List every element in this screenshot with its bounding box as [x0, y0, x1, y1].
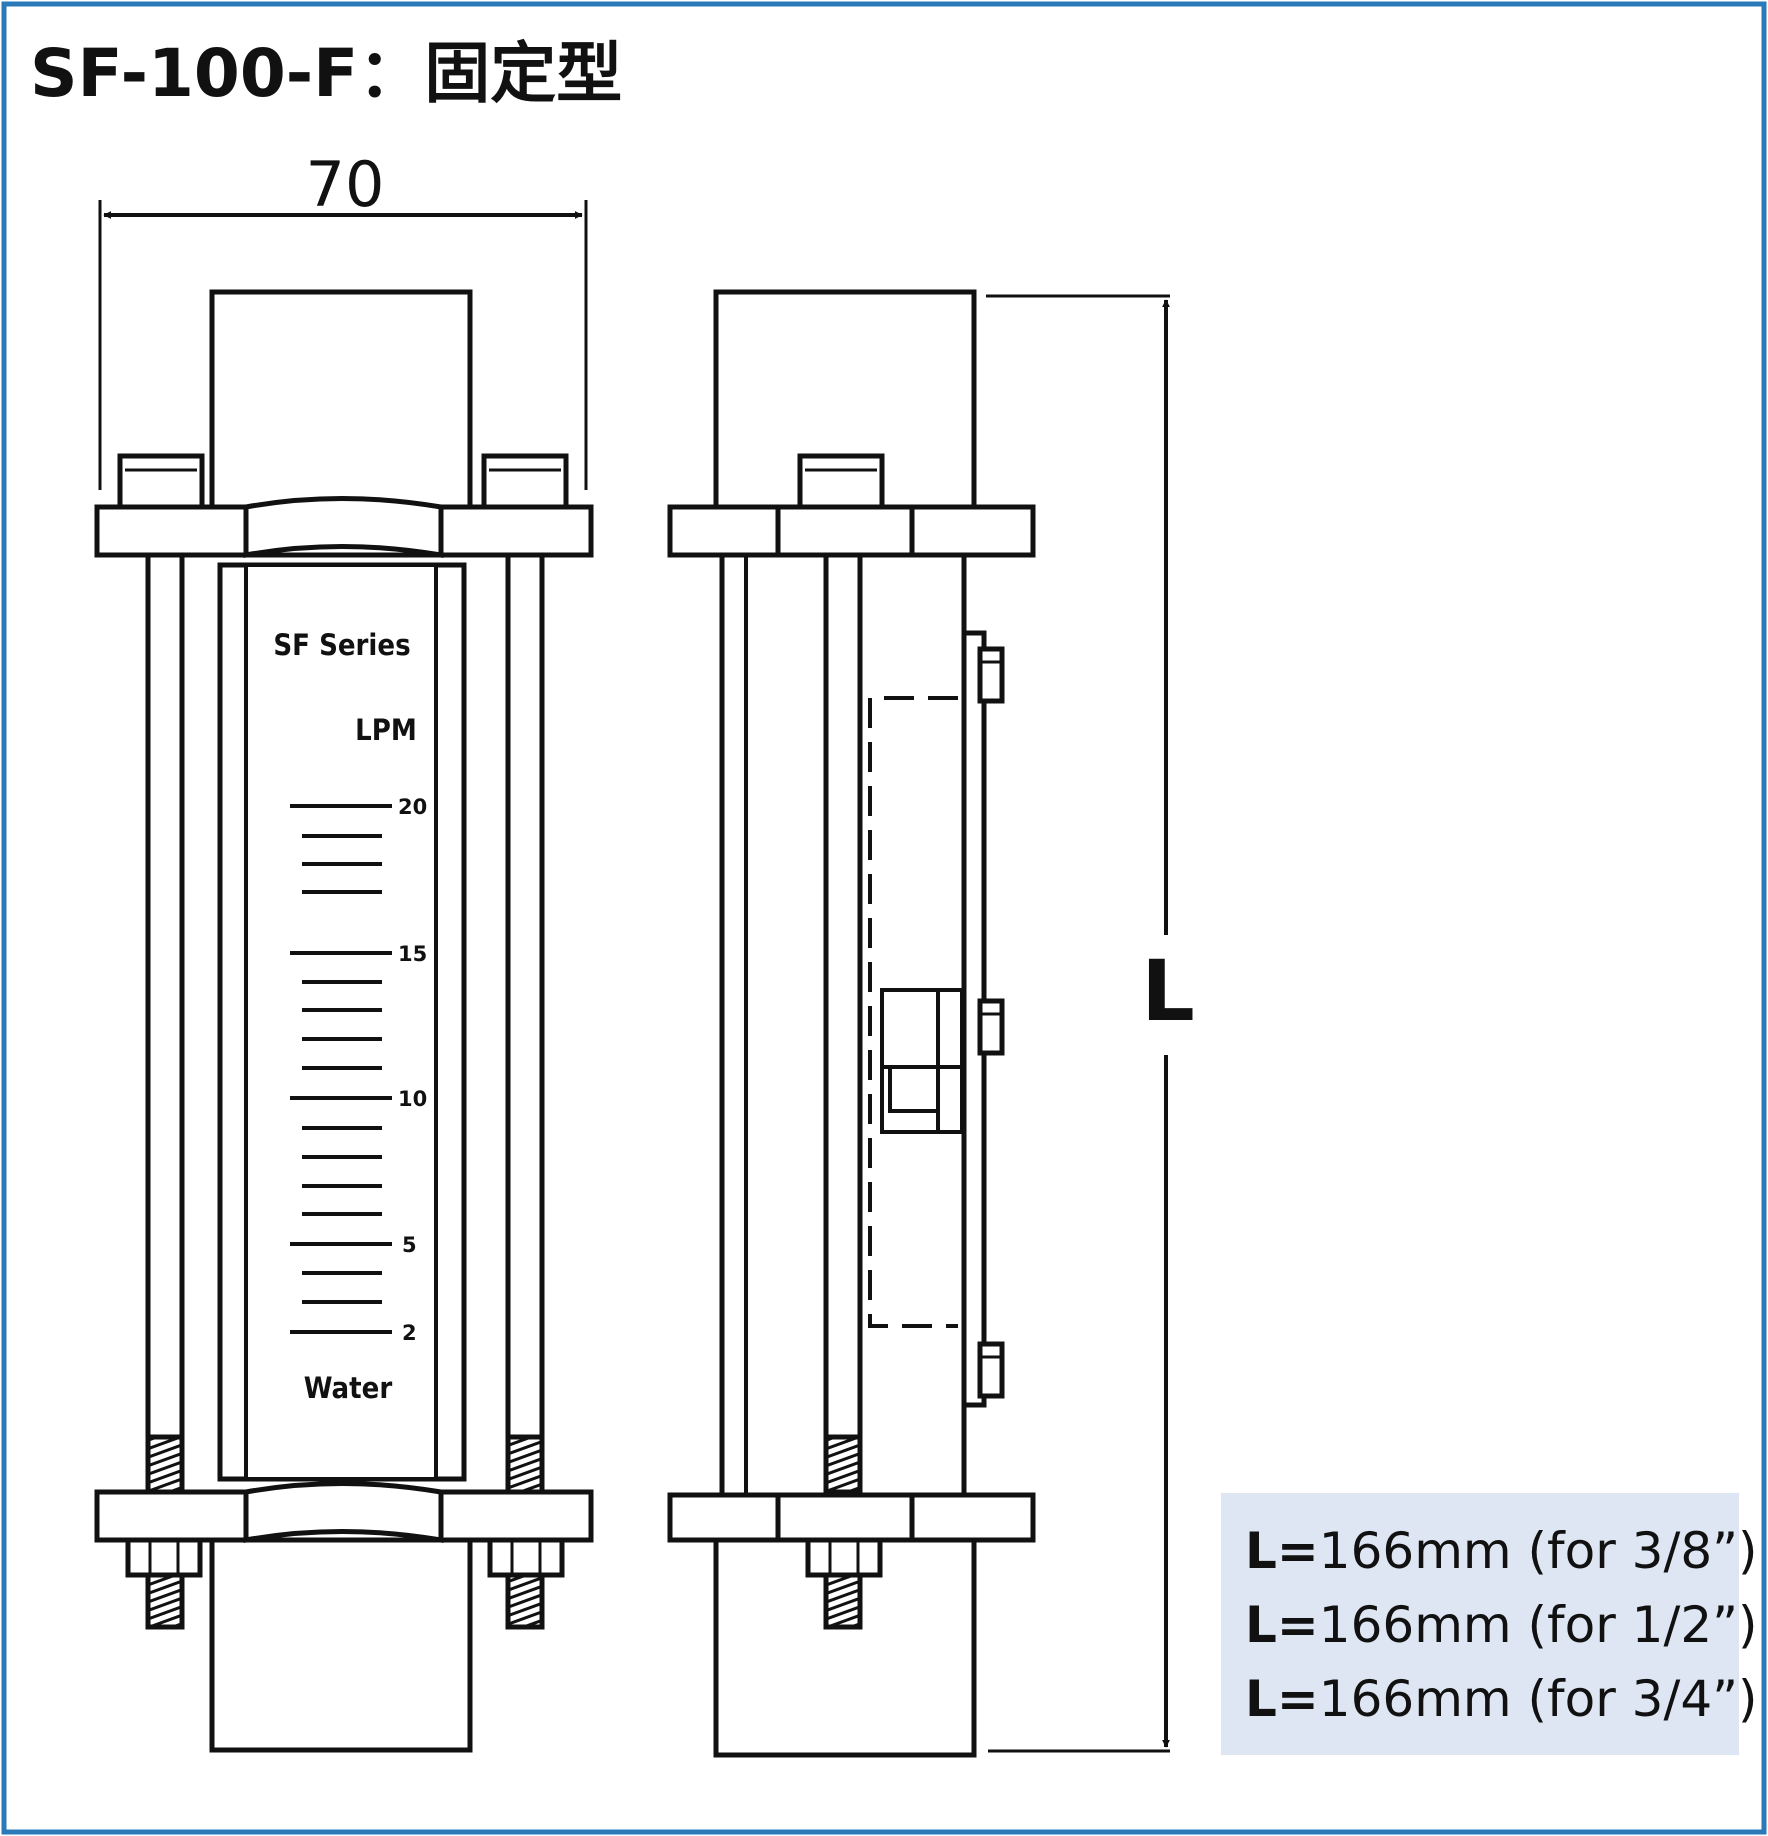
- bottom-flange-curve: [243, 1481, 444, 1543]
- length-dimension: [986, 294, 1170, 1753]
- tick-label-20: 20: [398, 795, 427, 819]
- bottom-right-nut: [487, 1537, 565, 1578]
- length-note-3-prefix: L=: [1245, 1670, 1319, 1728]
- front-view: [94, 200, 594, 1753]
- mount-screw-top: [977, 646, 1005, 704]
- float-window: [888, 1065, 940, 1113]
- medium-label: Water: [304, 1371, 393, 1405]
- right-tie-rod: [505, 552, 545, 1498]
- top-left-nut: [117, 453, 205, 511]
- length-notes-box: [1221, 1493, 1739, 1755]
- flow-tube-inner: [244, 563, 438, 1481]
- drawing-title: SF-100-F：固定型: [30, 35, 622, 112]
- top-pipe: [209, 289, 473, 520]
- mount-screw-middle: [977, 998, 1005, 1056]
- length-note-3-text: 166mm (for 3/4”): [1319, 1670, 1758, 1728]
- side-rod-thread: [823, 1434, 863, 1495]
- minor-ticks: [302, 834, 382, 1304]
- side-view: [667, 289, 1036, 1758]
- tick-label-2: 2: [402, 1321, 417, 1345]
- length-note-2: L=166mm (for 1/2”): [1245, 1596, 1758, 1654]
- major-ticks: [290, 804, 392, 1334]
- right-rod-thread: [505, 1434, 545, 1495]
- length-note-1: L=166mm (for 3/8”): [1245, 1522, 1758, 1580]
- bottom-right-stud: [505, 1572, 545, 1630]
- left-rod-thread: [145, 1434, 185, 1495]
- length-note-1-prefix: L=: [1245, 1522, 1319, 1580]
- tick-label-5: 5: [402, 1233, 417, 1257]
- hidden-scale-outline: [868, 696, 958, 1328]
- side-top-flange: [667, 504, 1036, 558]
- tick-label-10: 10: [398, 1087, 427, 1111]
- tick-label-15: 15: [398, 942, 427, 966]
- bottom-left-nut: [125, 1537, 203, 1578]
- length-note-3: L=166mm (for 3/4”): [1245, 1670, 1758, 1728]
- unit-label: LPM: [355, 713, 417, 747]
- top-flange-curve: [243, 496, 444, 558]
- length-dimension-label: L: [1141, 942, 1195, 1040]
- series-label: SF Series: [273, 628, 410, 662]
- length-note-2-prefix: L=: [1245, 1596, 1319, 1654]
- length-note-1-text: 166mm (for 3/8”): [1319, 1522, 1758, 1580]
- length-note-2-text: 166mm (for 1/2”): [1319, 1596, 1758, 1654]
- width-dimension-label: 70: [306, 148, 385, 221]
- left-tie-rod: [145, 552, 185, 1498]
- mount-screw-bottom: [977, 1341, 1005, 1399]
- side-tie-rod: [823, 552, 863, 1498]
- side-bottom-nut: [805, 1537, 883, 1578]
- side-bottom-flange: [667, 1492, 1036, 1543]
- top-right-nut: [481, 453, 569, 511]
- flow-scale: SF Series LPM 20 15 10 5 2: [273, 628, 427, 1405]
- side-bottom-stud: [823, 1572, 863, 1630]
- bottom-left-stud: [145, 1572, 185, 1630]
- side-top-nut: [797, 453, 885, 511]
